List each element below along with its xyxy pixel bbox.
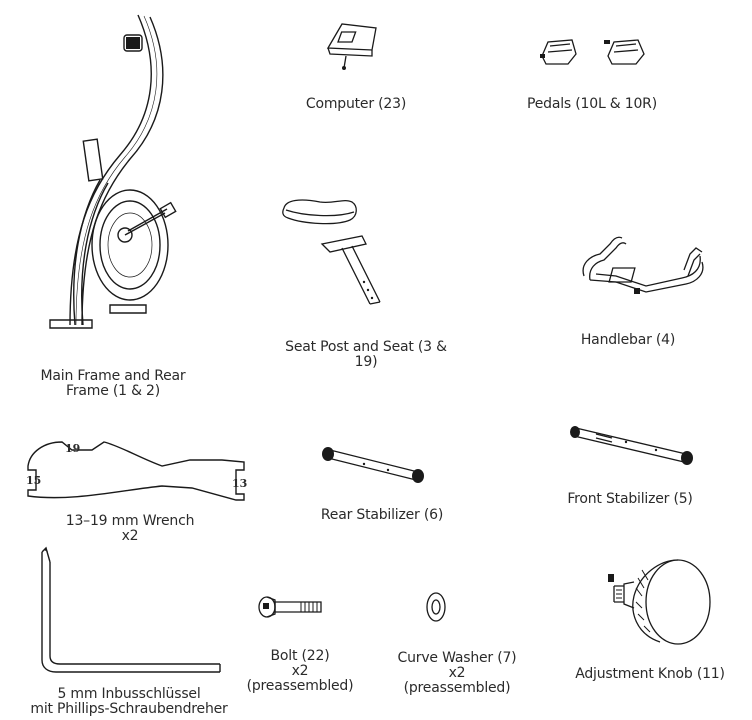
wrench-size-15: 15 [26, 474, 42, 487]
computer-caption: Computer (23) [305, 96, 407, 112]
computer-illustration [324, 20, 380, 70]
wrench-size-13: 13 [232, 477, 248, 490]
pedals-illustration [540, 36, 656, 70]
curve-washer-caption: Curve Washer (7) x2 (preassembled) [397, 650, 517, 696]
handlebar-caption: Handlebar (4) [580, 332, 676, 348]
curve-washer-illustration [424, 590, 448, 624]
handlebar-illustration [576, 234, 710, 294]
front-stabilizer-illustration [570, 426, 693, 465]
allen-key-caption: 5 mm Inbusschlüssel mit Phillips-Schraub… [30, 686, 228, 717]
rear-stabilizer-illustration [322, 447, 424, 483]
allen-key-illustration [34, 548, 224, 678]
front-stabilizer-caption: Front Stabilizer (5) [567, 491, 693, 507]
rear-stabilizer-caption: Rear Stabilizer (6) [320, 507, 444, 523]
seat-post-caption: Seat Post and Seat (3 & 19) [285, 339, 447, 370]
seat-post-illustration [280, 194, 400, 310]
wrench-illustration [22, 438, 250, 504]
adjustment-knob-illustration [608, 552, 712, 648]
main-frame-illustration [40, 5, 180, 340]
wrench-size-19: 19 [65, 442, 81, 455]
bolt-caption: Bolt (22) x2 (preassembled) [246, 648, 354, 694]
adjustment-knob-caption: Adjustment Knob (11) [575, 666, 725, 682]
wrench-caption: 13–19 mm Wrench x2 [65, 513, 195, 544]
pedals-caption: Pedals (10L & 10R) [527, 96, 657, 112]
bolt-illustration [255, 592, 327, 622]
main-frame-caption: Main Frame and Rear Frame (1 & 2) [40, 368, 186, 399]
